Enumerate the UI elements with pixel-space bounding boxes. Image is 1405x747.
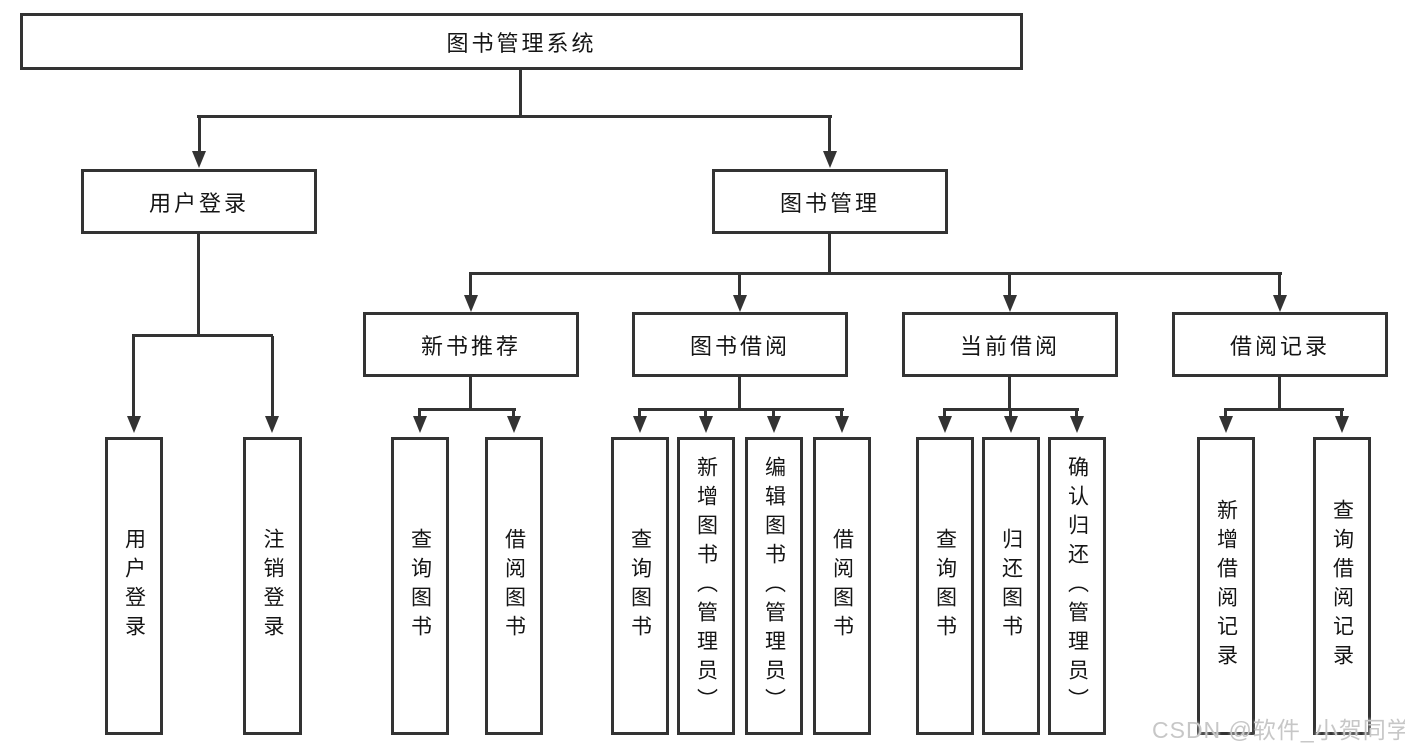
node-borrow-records: 借阅记录 — [1172, 312, 1388, 377]
connector-line — [198, 116, 201, 151]
connector-line — [943, 410, 946, 416]
node-book-management: 图书管理 — [712, 169, 948, 234]
arrow-down-icon — [699, 416, 713, 433]
node-current-borrow: 当前借阅 — [902, 312, 1118, 377]
leaf-query-borrow-record-label: 查询借阅记录 — [1330, 499, 1354, 673]
arrow-down-icon — [192, 151, 206, 168]
connector-line — [132, 334, 273, 337]
arrow-down-icon — [1335, 416, 1349, 433]
leaf-confirm-return-admin-label: 确认归还（管理员） — [1065, 455, 1089, 717]
node-root: 图书管理系统 — [20, 13, 1023, 70]
connector-line — [1008, 274, 1011, 295]
connector-line — [828, 234, 831, 275]
leaf-confirm-return-admin: 确认归还（管理员） — [1048, 437, 1106, 735]
arrow-down-icon — [265, 416, 279, 433]
node-user-login: 用户登录 — [81, 169, 317, 234]
leaf-logout-label: 注销登录 — [261, 528, 284, 644]
leaf-query-book-borrow: 查询图书 — [611, 437, 669, 735]
connector-line — [132, 336, 135, 416]
connector-line — [197, 115, 832, 118]
connector-line — [469, 272, 1282, 275]
arrow-down-icon — [413, 416, 427, 433]
connector-line — [1075, 410, 1078, 416]
leaf-add-book-admin: 新增图书（管理员） — [677, 437, 735, 735]
leaf-add-book-admin-label: 新增图书（管理员） — [694, 455, 718, 717]
node-root-label: 图书管理系统 — [446, 30, 597, 56]
arrow-down-icon — [127, 416, 141, 433]
leaf-user-login-label: 用户登录 — [122, 528, 146, 644]
connector-line — [638, 408, 844, 411]
arrow-down-icon — [633, 416, 647, 433]
connector-line — [1224, 408, 1344, 411]
arrow-down-icon — [1003, 295, 1017, 312]
arrow-down-icon — [1219, 416, 1233, 433]
csdn-watermark: CSDN @软件_小贺同学 — [1152, 717, 1405, 743]
leaf-return-book-label: 归还图书 — [999, 528, 1023, 644]
connector-line — [418, 410, 421, 416]
connector-line — [469, 274, 472, 295]
arrow-down-icon — [938, 416, 952, 433]
leaf-edit-book-admin-label: 编辑图书（管理员） — [762, 455, 786, 717]
arrow-down-icon — [507, 416, 521, 433]
node-book-borrow-label: 图书借阅 — [689, 333, 790, 359]
leaf-query-book-borrow-label: 查询图书 — [628, 528, 652, 644]
connector-line — [738, 377, 741, 410]
arrow-down-icon — [464, 295, 478, 312]
arrow-down-icon — [767, 416, 781, 433]
connector-line — [638, 410, 641, 416]
arrow-down-icon — [823, 151, 837, 168]
leaf-borrow-book-label: 借阅图书 — [830, 528, 854, 644]
node-current-borrow-label: 当前借阅 — [959, 333, 1060, 359]
node-new-book-recommend: 新书推荐 — [363, 312, 579, 377]
arrow-down-icon — [835, 416, 849, 433]
arrow-down-icon — [1004, 416, 1018, 433]
leaf-borrow-book-recommend-label: 借阅图书 — [502, 528, 526, 644]
connector-line — [840, 410, 843, 416]
connector-line — [738, 274, 741, 295]
leaf-edit-book-admin: 编辑图书（管理员） — [745, 437, 803, 735]
connector-line — [1278, 377, 1281, 410]
leaf-add-borrow-record-label: 新增借阅记录 — [1214, 499, 1238, 673]
node-book-borrow: 图书借阅 — [632, 312, 848, 377]
arrow-down-icon — [1070, 416, 1084, 433]
leaf-user-login: 用户登录 — [105, 437, 163, 735]
connector-line — [1008, 377, 1011, 410]
node-book-management-label: 图书管理 — [779, 190, 880, 216]
connector-line — [512, 410, 515, 416]
node-borrow-records-label: 借阅记录 — [1229, 333, 1330, 359]
arrow-down-icon — [733, 295, 747, 312]
connector-line — [943, 408, 1079, 411]
leaf-query-book-recommend-label: 查询图书 — [408, 528, 432, 644]
connector-line — [1278, 274, 1281, 295]
connector-line — [1340, 410, 1343, 416]
leaf-return-book: 归还图书 — [982, 437, 1040, 735]
connector-line — [197, 234, 200, 336]
connector-line — [704, 410, 707, 416]
connector-line — [772, 410, 775, 416]
leaf-query-book-recommend: 查询图书 — [391, 437, 449, 735]
connector-line — [418, 408, 516, 411]
leaf-borrow-book-recommend: 借阅图书 — [485, 437, 543, 735]
connector-line — [469, 377, 472, 410]
leaf-query-book-current-label: 查询图书 — [933, 528, 957, 644]
connector-line — [519, 70, 522, 118]
leaf-query-book-current: 查询图书 — [916, 437, 974, 735]
connector-line — [271, 336, 274, 416]
connector-line — [1009, 410, 1012, 416]
arrow-down-icon — [1273, 295, 1287, 312]
node-new-book-recommend-label: 新书推荐 — [420, 333, 521, 359]
node-user-login-label: 用户登录 — [148, 190, 249, 216]
connector-line — [1224, 410, 1227, 416]
leaf-add-borrow-record: 新增借阅记录 — [1197, 437, 1255, 735]
leaf-logout: 注销登录 — [243, 437, 302, 735]
leaf-borrow-book: 借阅图书 — [813, 437, 871, 735]
leaf-query-borrow-record: 查询借阅记录 — [1313, 437, 1371, 735]
connector-line — [828, 116, 831, 151]
